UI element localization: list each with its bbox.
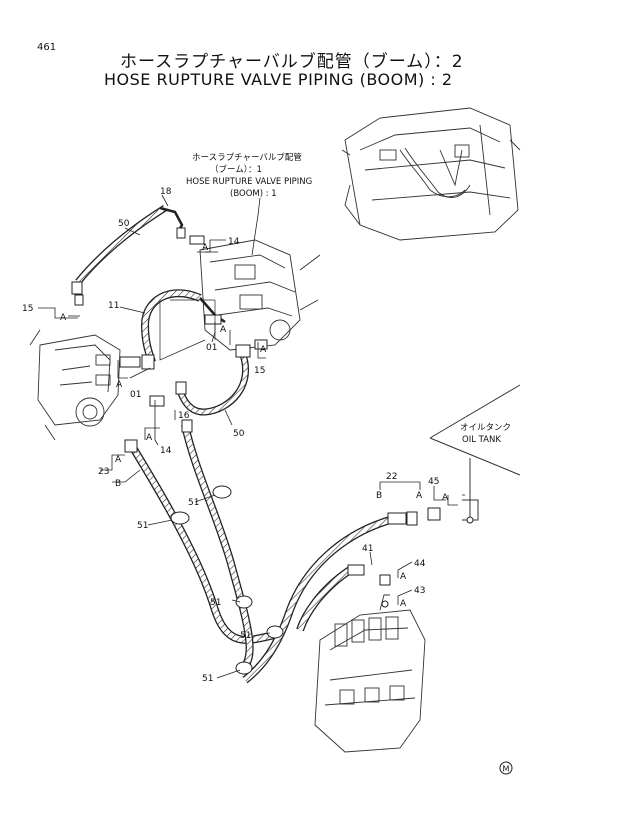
tank-label-jp: オイルタンク <box>460 423 511 433</box>
mid-machine-sketch <box>199 239 321 351</box>
lower-valve-sketch <box>314 594 426 753</box>
title-english: HOSE RUPTURE VALVE PIPING (BOOM) : 2 <box>104 70 453 89</box>
letter-a-15-left: A <box>60 313 67 323</box>
leader-lines <box>38 194 465 679</box>
letter-a-44: A <box>400 572 407 582</box>
left-machine-sketch <box>29 329 121 441</box>
callout-15-left: 15 <box>22 304 33 314</box>
letter-a-15-right: A <box>260 345 267 355</box>
callout-51-d: 51 <box>240 631 251 641</box>
callout-16: 16 <box>178 411 190 421</box>
letter-a-14-lower: A <box>146 433 153 443</box>
fittings <box>71 206 474 675</box>
letter-a-01-right: A <box>220 325 227 335</box>
letter-a-43: A <box>400 599 407 609</box>
callout-43: 43 <box>414 586 425 596</box>
callout-23: 23 <box>98 467 109 477</box>
callout-22: 22 <box>386 472 397 482</box>
callout-51-b: 51 <box>137 521 148 531</box>
letter-a-23: A <box>115 455 122 465</box>
callout-labels: 18 50 14 15 11 01 01 15 16 14 50 23 51 5… <box>22 187 439 684</box>
letter-a-14-upper: A <box>202 243 209 253</box>
letter-a-22: A <box>416 491 423 501</box>
callout-50-lower: 50 <box>233 429 245 439</box>
callout-51-e: 51 <box>202 674 213 684</box>
ref-note-jp-2: （ブーム）：1 <box>210 164 262 175</box>
ref-note-en-2: (BOOM) : 1 <box>230 189 277 199</box>
m-mark: M <box>499 761 513 775</box>
callout-51-a: 51 <box>188 498 199 508</box>
ref-note-en-1: HOSE RUPTURE VALVE PIPING <box>186 177 312 187</box>
letter-a-45: A <box>442 493 449 503</box>
callout-45: 45 <box>428 477 439 487</box>
letter-a-01-left: A <box>116 380 123 390</box>
callout-01-right: 01 <box>206 343 217 353</box>
callout-15-right: 15 <box>254 366 265 376</box>
upper-machine-sketch <box>341 107 521 241</box>
callout-01-left: 01 <box>130 390 141 400</box>
page-number: 461 <box>37 42 57 53</box>
oil-tank-sketch <box>429 384 521 521</box>
letter-b-22: B <box>376 491 382 501</box>
callout-14-lower: 14 <box>160 446 172 456</box>
callout-18: 18 <box>160 187 172 197</box>
tank-label-en: OIL TANK <box>462 435 501 445</box>
callout-50-upper: 50 <box>118 219 130 229</box>
hoses <box>75 205 392 684</box>
title-japanese: ホースラプチャーバルブ配管（ブーム）：2 <box>120 52 464 72</box>
ref-note-jp-1: ホースラプチャーバルブ配管 <box>192 152 302 163</box>
callout-51-c: 51 <box>210 598 221 608</box>
m-mark-letter: M <box>503 765 510 774</box>
callout-44: 44 <box>414 559 426 569</box>
callout-14-upper: 14 <box>228 237 240 247</box>
callout-41: 41 <box>362 544 373 554</box>
port-letters: A A A A A A A B B A A A A <box>60 243 449 609</box>
hose-50-lower <box>176 350 250 416</box>
callout-11: 11 <box>108 301 119 311</box>
letter-b-23: B <box>115 479 121 489</box>
